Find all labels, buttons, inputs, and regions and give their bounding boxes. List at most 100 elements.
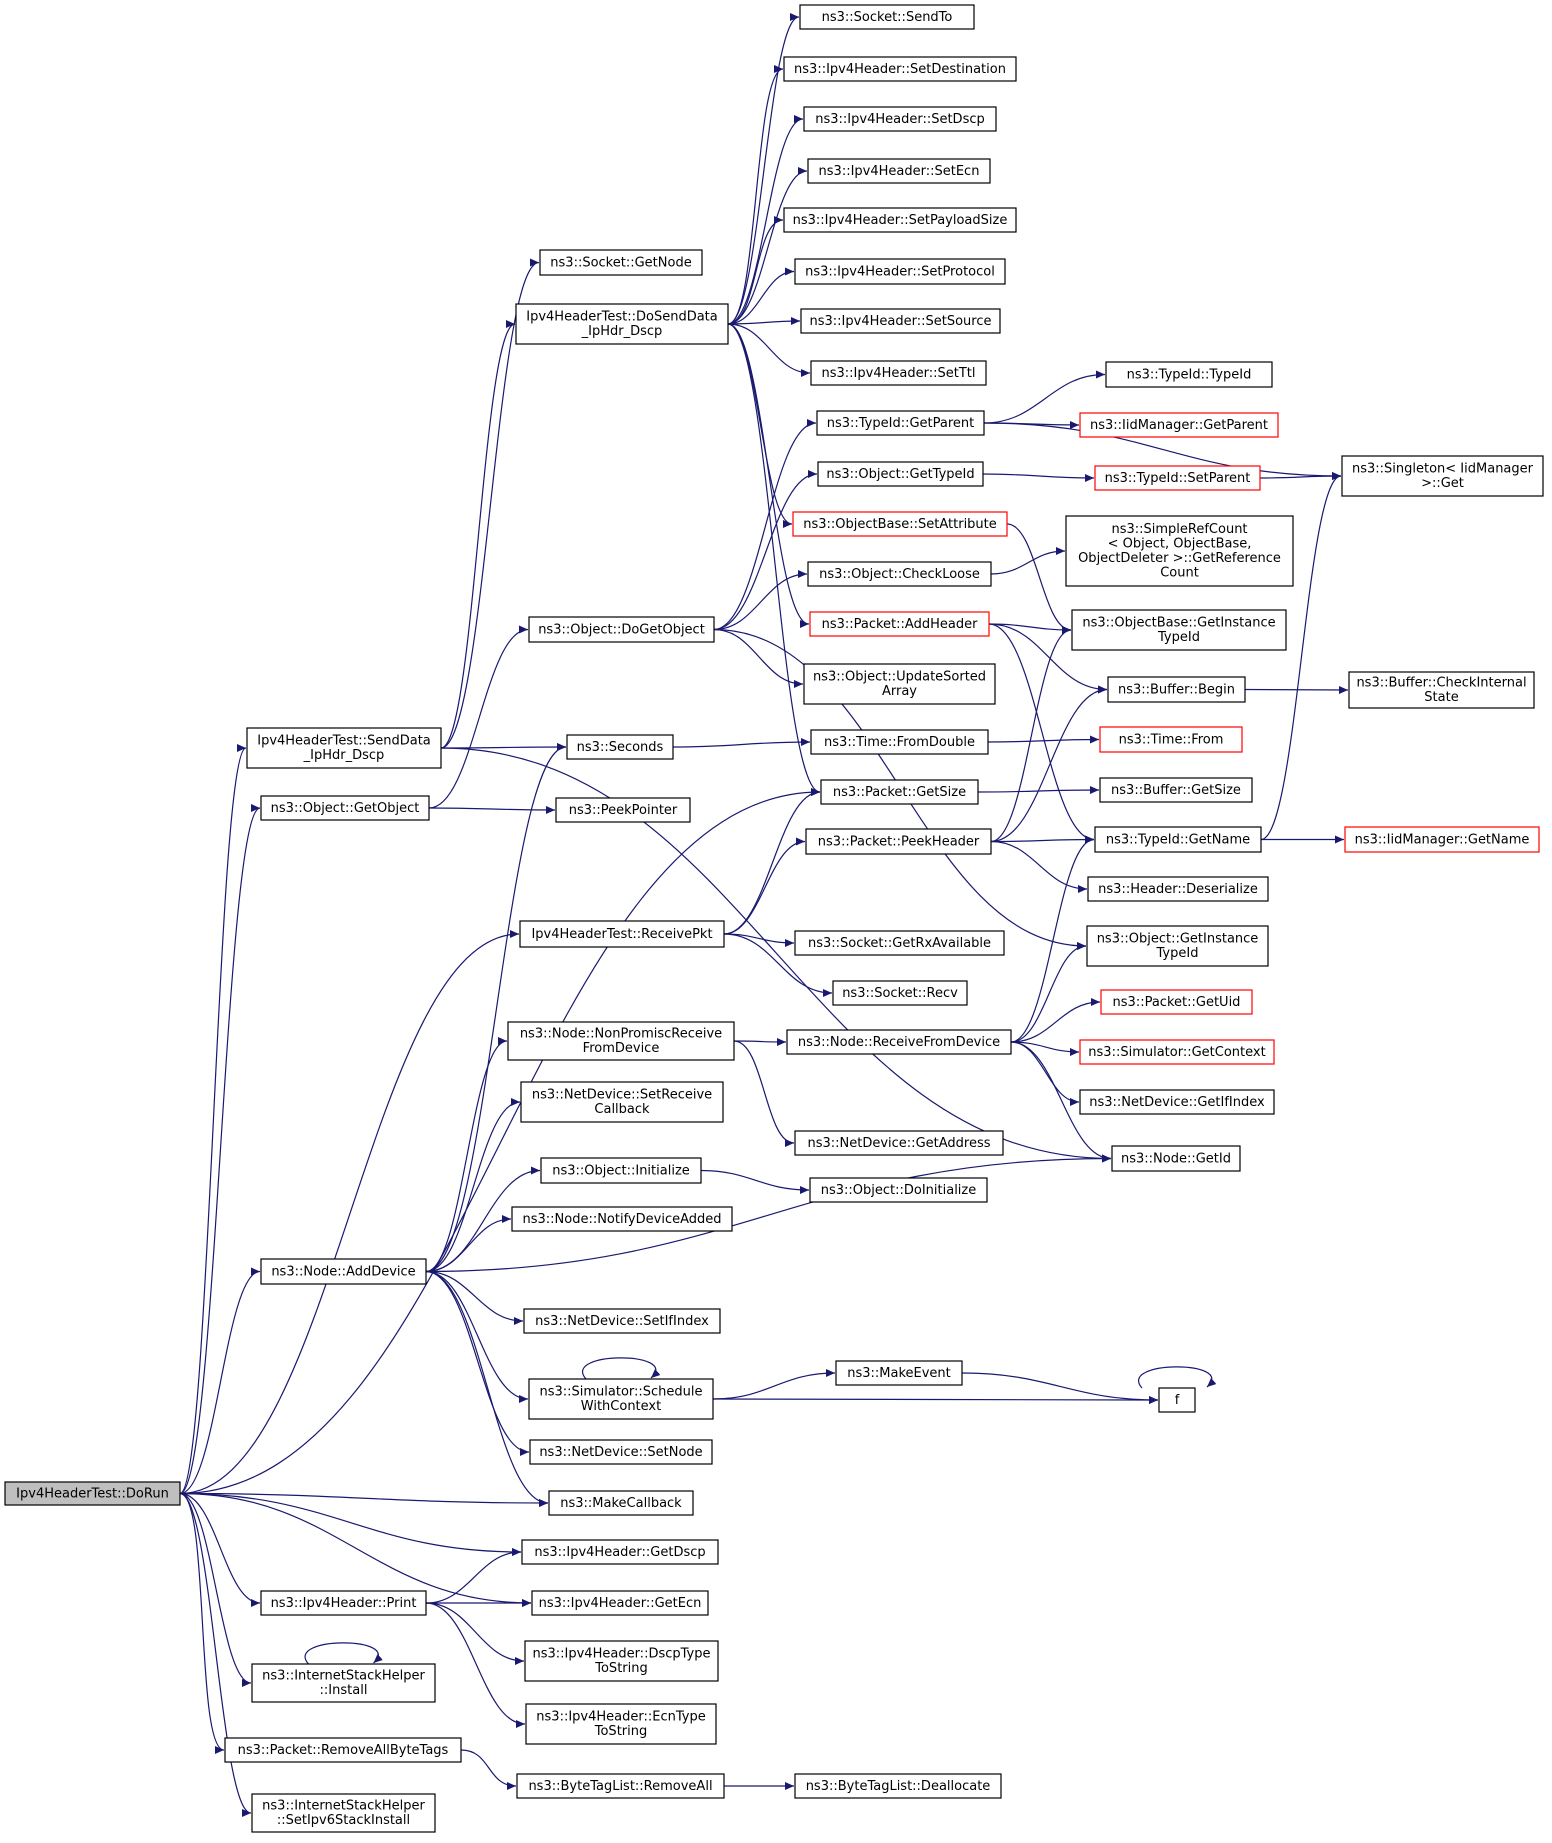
graph-node-addheader[interactable]: ns3::Packet::AddHeader — [809, 611, 990, 637]
graph-node-getcontext[interactable]: ns3::Simulator::GetContext — [1079, 1039, 1275, 1065]
graph-node-btl-removeall[interactable]: ns3::ByteTagList::RemoveAll — [516, 1773, 725, 1799]
graph-node-getecn[interactable]: ns3::Ipv4Header::GetEcn — [531, 1590, 709, 1616]
graph-node-ish-install[interactable]: ns3::InternetStackHelper::Install — [251, 1663, 436, 1703]
graph-node-btl-dealloc[interactable]: ns3::ByteTagList::Deallocate — [794, 1773, 1002, 1799]
graph-node-f[interactable]: f — [1158, 1387, 1196, 1413]
graph-node-fromdouble[interactable]: ns3::Time::FromDouble — [810, 729, 989, 755]
graph-node-node-getid[interactable]: ns3::Node::GetId — [1111, 1145, 1241, 1172]
graph-node-singleton-get[interactable]: ns3::Singleton< IidManager>::Get — [1341, 455, 1544, 497]
graph-node-print[interactable]: ns3::Ipv4Header::Print — [260, 1590, 427, 1616]
graph-node-setdest[interactable]: ns3::Ipv4Header::SetDestination — [783, 56, 1017, 82]
node-label: ns3::Buffer::GetSize — [1111, 783, 1241, 798]
graph-node-setifindex[interactable]: ns3::NetDevice::SetIfIndex — [523, 1308, 721, 1334]
graph-node-sock-getnode[interactable]: ns3::Socket::GetNode — [539, 249, 703, 276]
graph-node-packet-getuid[interactable]: ns3::Packet::GetUid — [1100, 989, 1253, 1015]
edge-adddevice-to-node_getid — [425, 1154, 1112, 1273]
node-box — [805, 828, 992, 855]
graph-node-receivepkt[interactable]: Ipv4HeaderTest::ReceivePkt — [519, 920, 725, 948]
graph-node-buffer-begin[interactable]: ns3::Buffer::Begin — [1107, 676, 1246, 703]
graph-node-sock-recv[interactable]: ns3::Socket::Recv — [832, 980, 968, 1006]
graph-node-dorun[interactable]: Ipv4HeaderTest::DoRun — [4, 1481, 181, 1506]
node-label: ns3::ByteTagList::RemoveAll — [528, 1779, 712, 1794]
graph-node-removeallbytetags[interactable]: ns3::Packet::RemoveAllByteTags — [224, 1737, 462, 1763]
graph-node-senddata[interactable]: Ipv4HeaderTest::SendData_IpHdr_Dscp — [246, 727, 442, 769]
node-label: ns3::Time::From — [1119, 732, 1224, 747]
node-label: ToString — [594, 1661, 647, 1676]
graph-node-setproto[interactable]: ns3::Ipv4Header::SetProtocol — [794, 258, 1006, 285]
graph-node-makecallback[interactable]: ns3::MakeCallback — [548, 1490, 694, 1516]
graph-node-makeevent[interactable]: ns3::MakeEvent — [835, 1360, 963, 1386]
edge-nonpromisc-to-receivefromdevice — [733, 1037, 787, 1046]
graph-node-obj-gettypeid[interactable]: ns3::Object::GetTypeId — [817, 461, 984, 487]
edge-dogetobject-to-obj_gettypeid — [713, 470, 818, 631]
graph-node-dogetobject[interactable]: ns3::Object::DoGetObject — [528, 616, 715, 643]
graph-node-setpayload[interactable]: ns3::Ipv4Header::SetPayloadSize — [783, 207, 1017, 233]
node-label: ns3::TypeId::GetParent — [827, 416, 975, 431]
edge-receivepkt-to-peekheader — [723, 837, 806, 935]
graph-node-receivefromdevice[interactable]: ns3::Node::ReceiveFromDevice — [786, 1029, 1012, 1055]
graph-node-dosenddata[interactable]: Ipv4HeaderTest::DoSendData_IpHdr_Dscp — [515, 303, 729, 345]
graph-node-typeid-setparent[interactable]: ns3::TypeId::SetParent — [1094, 465, 1261, 491]
graph-node-setdscp[interactable]: ns3::Ipv4Header::SetDscp — [803, 106, 997, 132]
graph-node-getdscp[interactable]: ns3::Ipv4Header::GetDscp — [521, 1539, 719, 1565]
edge-dosenddata-to-setttl — [727, 323, 811, 377]
node-label: ns3::Ipv4Header::EcnType — [536, 1710, 705, 1725]
graph-node-typeid-typeid[interactable]: ns3::TypeId::TypeId — [1105, 361, 1273, 388]
node-box — [786, 1029, 1012, 1055]
edge-schedwithctx-to-makeevent — [712, 1369, 836, 1400]
graph-node-setattribute[interactable]: ns3::ObjectBase::SetAttribute — [792, 511, 1008, 537]
graph-node-typeid-getname[interactable]: ns3::TypeId::GetName — [1094, 826, 1262, 853]
graph-node-sendto[interactable]: ns3::Socket::SendTo — [799, 4, 975, 30]
node-label: ns3::Singleton< IidManager — [1352, 462, 1534, 477]
graph-node-time-from[interactable]: ns3::Time::From — [1099, 726, 1243, 753]
edge-nonpromisc-to-getaddress — [733, 1040, 795, 1147]
edge-obj_gettypeid-to-typeid_setparent — [982, 473, 1095, 482]
graph-node-obj-getobject[interactable]: ns3::Object::GetObject — [260, 795, 430, 821]
graph-node-setecn[interactable]: ns3::Ipv4Header::SetEcn — [807, 158, 991, 184]
graph-node-peekheader[interactable]: ns3::Packet::PeekHeader — [805, 828, 992, 855]
graph-node-buffer-getsize[interactable]: ns3::Buffer::GetSize — [1099, 777, 1253, 803]
node-box — [816, 410, 985, 436]
graph-node-adddevice[interactable]: ns3::Node::AddDevice — [260, 1258, 427, 1285]
graph-node-doinitialize[interactable]: ns3::Object::DoInitialize — [809, 1177, 988, 1203]
node-box — [1079, 412, 1279, 438]
graph-node-packet-getsize[interactable]: ns3::Packet::GetSize — [820, 779, 979, 805]
graph-node-checkloose[interactable]: ns3::Object::CheckLoose — [807, 561, 992, 587]
node-box — [224, 1737, 462, 1763]
edge-adddevice-to-nonpromisc — [425, 1037, 508, 1273]
graph-node-setttl[interactable]: ns3::Ipv4Header::SetTtl — [810, 360, 987, 386]
graph-node-seconds[interactable]: ns3::Seconds — [566, 734, 674, 760]
edge-adddevice-to-seconds — [425, 743, 567, 1273]
graph-node-setipv6[interactable]: ns3::InternetStackHelper::SetIpv6StackIn… — [251, 1793, 436, 1833]
graph-node-peekpointer[interactable]: ns3::PeekPointer — [555, 797, 691, 823]
node-label: ns3::IidManager::GetParent — [1090, 418, 1268, 433]
node-box — [251, 1663, 436, 1703]
node-label: f — [1175, 1393, 1180, 1408]
edge-adddevice-to-schedwithctx — [425, 1270, 529, 1403]
edge-dosenddata-to-setproto — [727, 267, 795, 325]
graph-node-notifydevice[interactable]: ns3::Node::NotifyDeviceAdded — [511, 1206, 733, 1232]
edge-print-to-getdscp — [425, 1548, 522, 1604]
graph-node-getifindex[interactable]: ns3::NetDevice::GetIfIndex — [1079, 1089, 1275, 1115]
graph-node-setsource[interactable]: ns3::Ipv4Header::SetSource — [800, 308, 1001, 334]
graph-node-iid-getname[interactable]: ns3::IidManager::GetName — [1344, 826, 1540, 853]
graph-node-header-deserialize[interactable]: ns3::Header::Deserialize — [1087, 876, 1269, 902]
edge-dorun-to-senddata — [179, 744, 247, 1495]
graph-node-iid-getparent[interactable]: ns3::IidManager::GetParent — [1079, 412, 1279, 438]
graph-node-obj-initialize[interactable]: ns3::Object::Initialize — [540, 1157, 702, 1184]
graph-node-setnode[interactable]: ns3::NetDevice::SetNode — [529, 1439, 713, 1465]
graph-node-getaddress[interactable]: ns3::NetDevice::GetAddress — [794, 1130, 1004, 1156]
graph-node-typeid-getparent[interactable]: ns3::TypeId::GetParent — [816, 410, 985, 436]
graph-node-getrxavailable[interactable]: ns3::Socket::GetRxAvailable — [794, 930, 1005, 956]
graph-node-simplerefcount[interactable]: ns3::SimpleRefCount< Object, ObjectBase,… — [1065, 515, 1294, 587]
node-label: _IpHdr_Dscp — [581, 324, 663, 339]
